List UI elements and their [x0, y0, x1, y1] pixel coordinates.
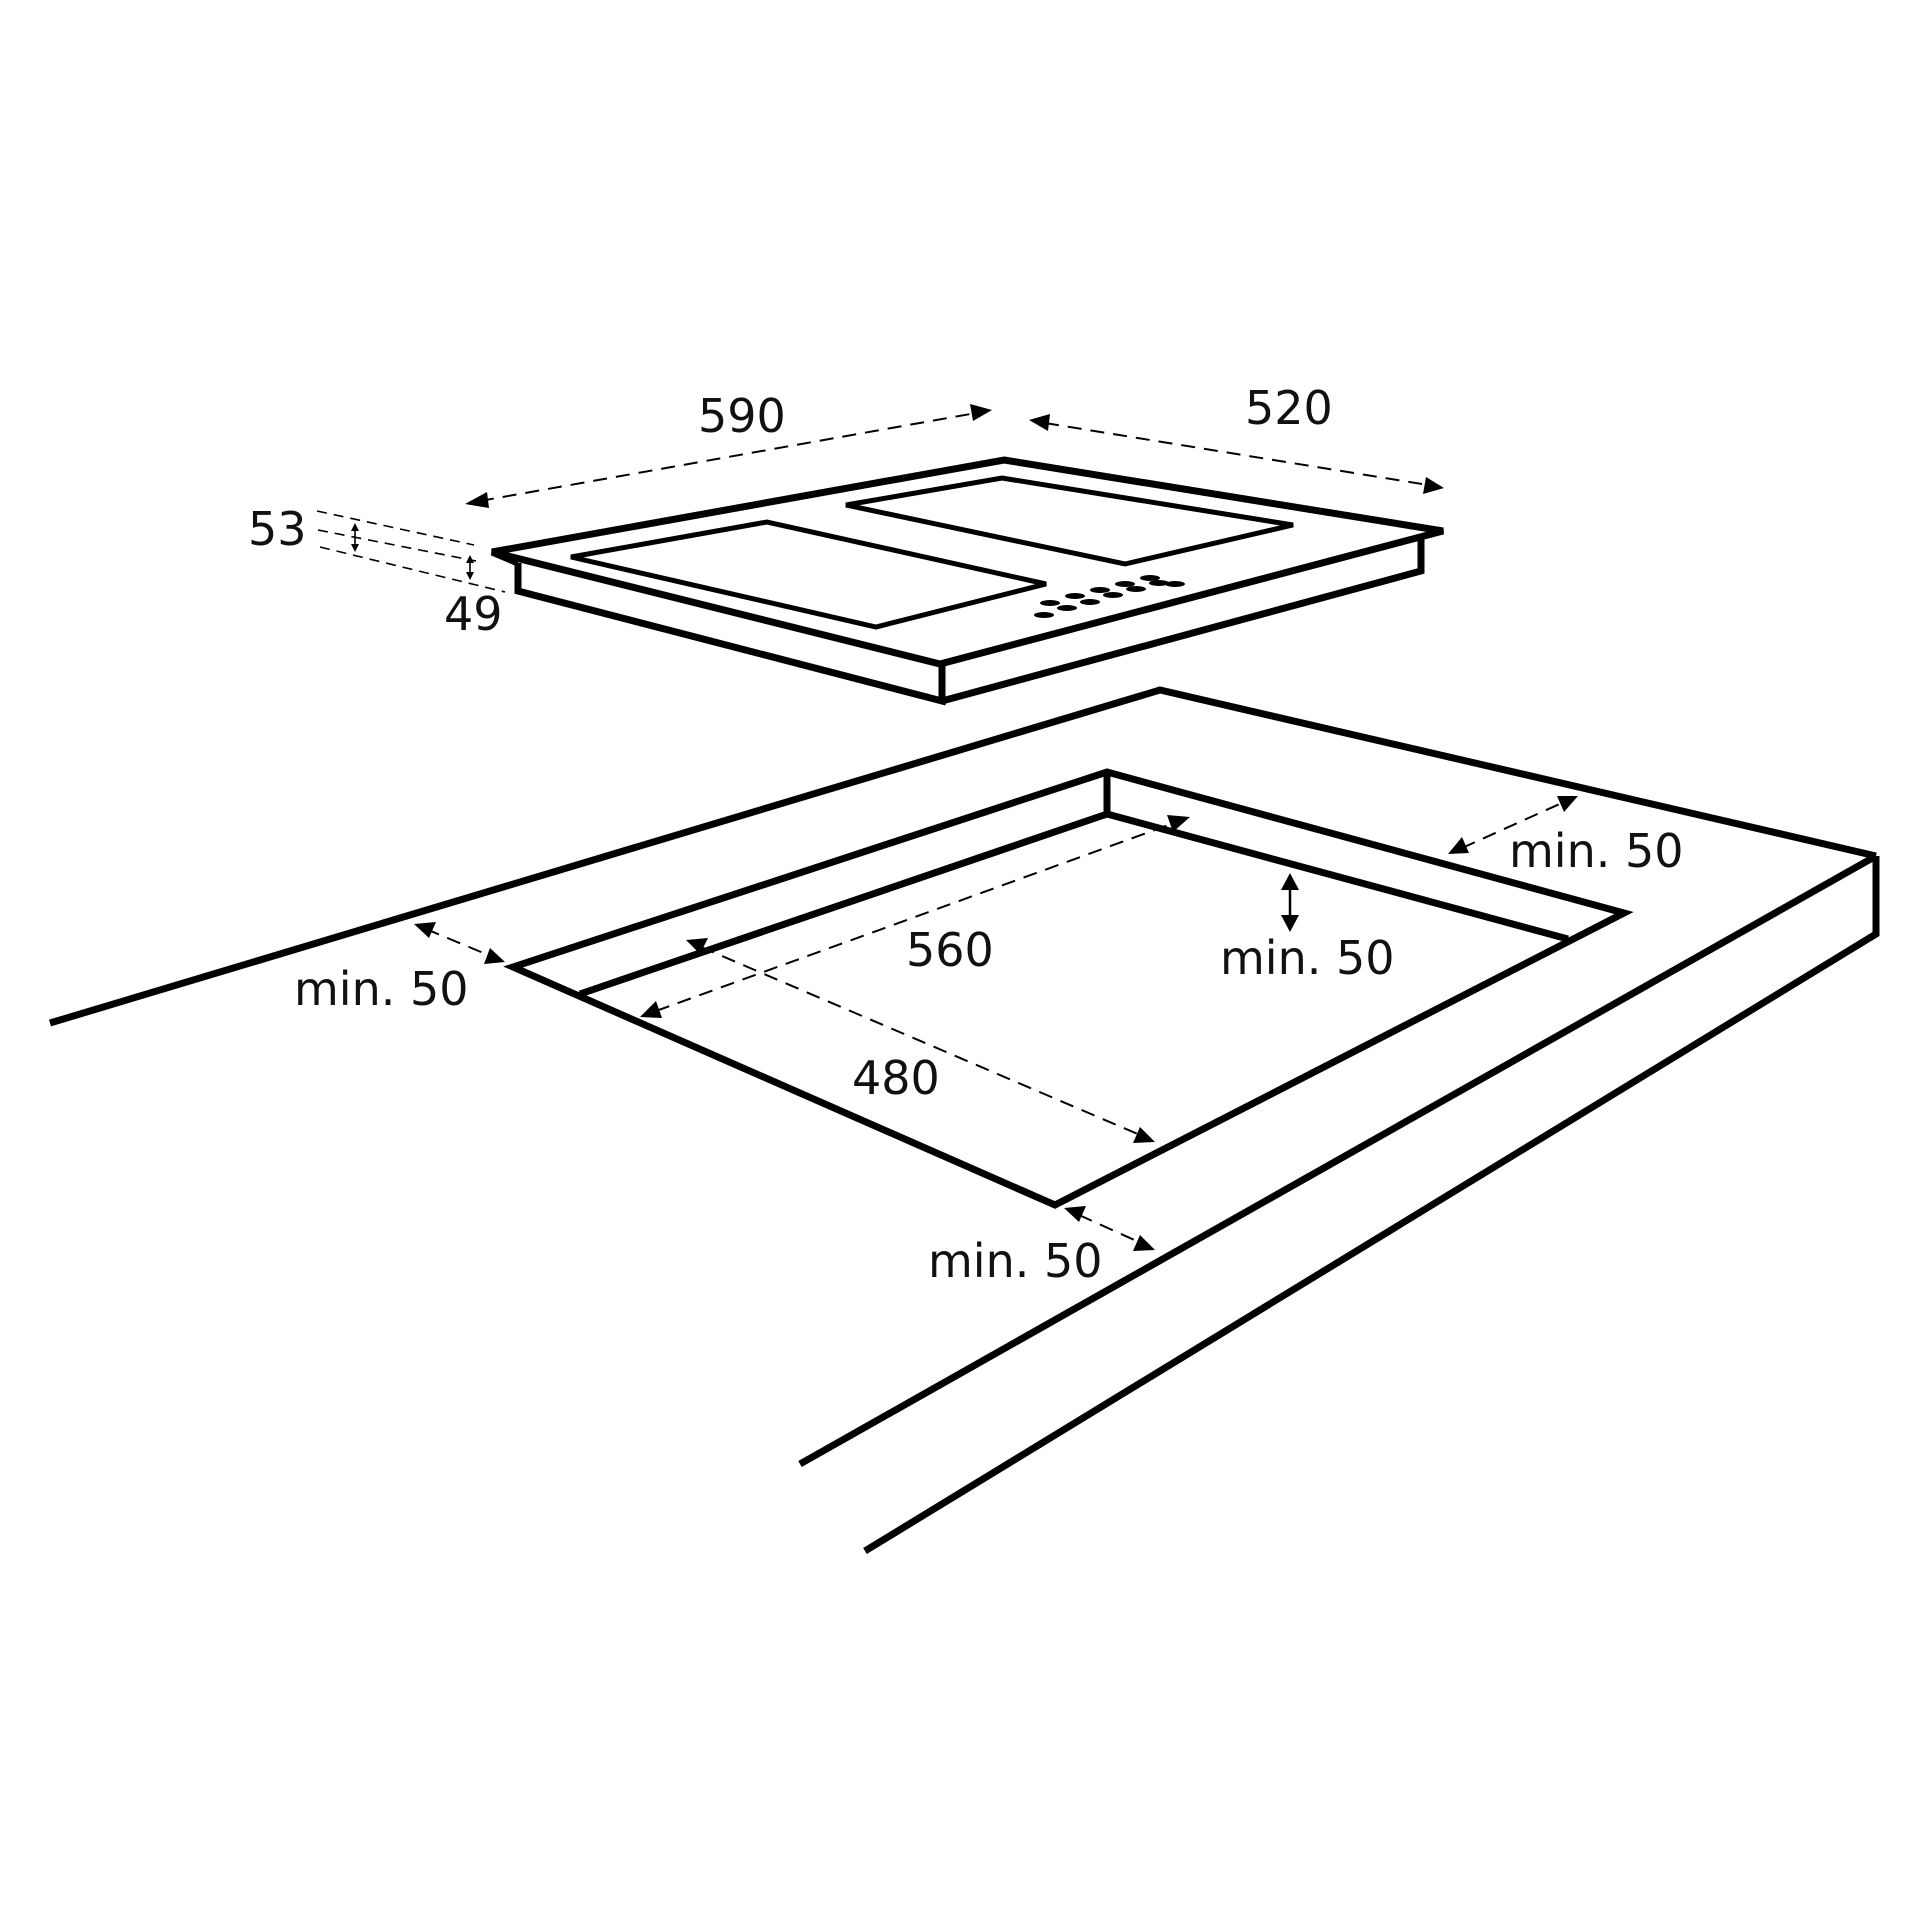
dimension-labels: 590 520 53 49 560 480 min. 50 min. 50 mi…	[248, 381, 1684, 1288]
cutout-outer	[503, 768, 1634, 1209]
hob-body-left	[514, 563, 946, 706]
dim-line-clearance-back-right	[1461, 801, 1565, 849]
label-cutout-depth: 480	[852, 1051, 940, 1105]
worktop-front-edge	[798, 852, 1878, 1468]
arrowhead	[1133, 1235, 1155, 1251]
arrowhead	[351, 523, 359, 531]
hob-top-plate	[491, 456, 1444, 668]
dim-line-cutout-depth	[700, 946, 1141, 1136]
cutout-inner-right	[1106, 810, 1569, 943]
arrowhead	[351, 544, 359, 552]
arrowhead	[1281, 915, 1299, 932]
arrowhead	[1133, 1127, 1155, 1143]
label-hob-depth: 520	[1245, 381, 1333, 435]
hob-control-knobs	[1034, 575, 1185, 618]
worktop-surface-edge	[48, 686, 1877, 1027]
dim-line-clearance-front	[1078, 1214, 1142, 1244]
arrowhead	[1448, 837, 1469, 854]
arrowhead	[414, 922, 436, 938]
label-cutout-width: 560	[906, 923, 994, 977]
label-clearance-back: min. 50	[1220, 931, 1395, 985]
dimension-lines	[316, 404, 1578, 1251]
label-total-height: 53	[248, 502, 307, 556]
hob-left-glass-zone	[570, 519, 1047, 630]
hob-right-glass-zone	[845, 475, 1294, 567]
arrowhead	[1423, 477, 1444, 494]
arrowhead	[1167, 815, 1190, 832]
arrowhead	[484, 948, 505, 964]
dim-line-hob-width	[479, 412, 977, 502]
worktop	[48, 686, 1880, 1554]
arrowhead	[640, 1001, 662, 1018]
dim-line-clearance-left	[425, 928, 494, 958]
label-clearance-back-right: min. 50	[1509, 824, 1684, 878]
label-body-height: 49	[444, 587, 503, 641]
worktop-side-thickness	[863, 856, 1880, 1554]
label-hob-width: 590	[698, 389, 786, 443]
arrowhead	[465, 492, 489, 508]
arrowhead	[686, 938, 708, 954]
dim-ext-top	[316, 510, 475, 546]
arrowhead	[466, 555, 474, 563]
hob-body-right	[941, 537, 1425, 705]
arrowhead	[1064, 1206, 1086, 1222]
hob-top-front-edge	[490, 548, 520, 567]
dim-line-cutout-width	[655, 822, 1175, 1012]
label-clearance-left: min. 50	[294, 962, 469, 1016]
arrowhead	[1281, 873, 1299, 890]
hob	[490, 456, 1444, 706]
label-clearance-front: min. 50	[928, 1234, 1103, 1288]
arrowhead	[466, 572, 474, 580]
arrowhead	[970, 404, 992, 421]
cutout-inner-back	[578, 772, 1111, 998]
dim-line-hob-depth	[1044, 422, 1429, 486]
dim-ext-mid	[317, 529, 477, 562]
arrowhead	[1029, 414, 1050, 431]
dim-ext-bottom	[319, 546, 506, 593]
arrowhead	[1557, 796, 1578, 812]
